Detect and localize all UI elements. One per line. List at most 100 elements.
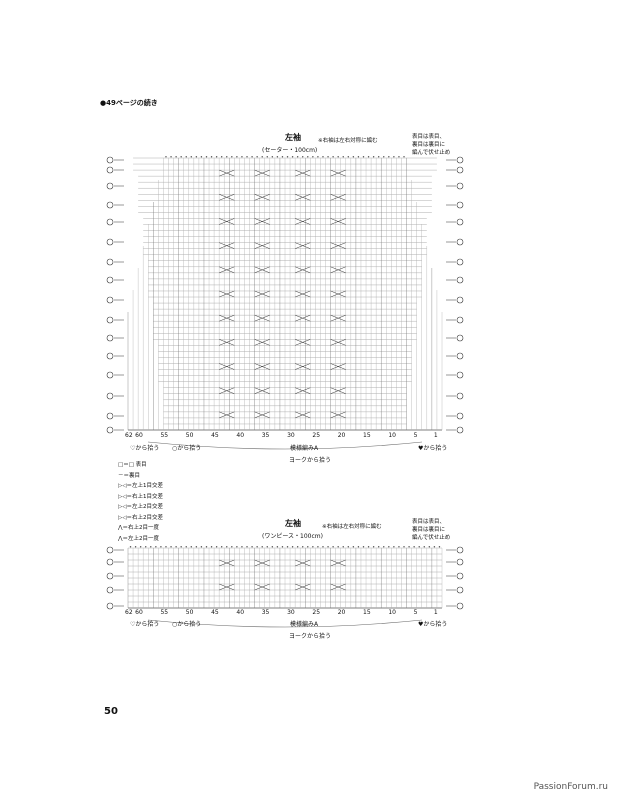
x-tick-label: 55 xyxy=(160,432,169,439)
chart2-bindoff-dot xyxy=(139,546,142,548)
chart1-cable-mark xyxy=(330,194,346,201)
chart1-subtitle: (セーター・100cm) xyxy=(262,147,318,154)
chart2-pick-left2: ○から拾う xyxy=(172,621,202,628)
chart1-row-marker-right xyxy=(456,201,464,209)
legend-item: ▷◁＝左上2目交差 xyxy=(118,504,163,510)
chart2-bindoff-dot xyxy=(347,546,350,548)
chart2-bindoff-dot xyxy=(362,546,365,548)
chart2-bindoff-dot xyxy=(205,546,208,548)
chart1-bindoff-dot xyxy=(302,156,304,158)
x-tick-label: 20 xyxy=(337,609,346,616)
chart1-bindoff-dot xyxy=(357,156,360,158)
x-tick-label: 60 xyxy=(135,432,143,439)
chart2-subtitle: (ワンピース・100cm) xyxy=(262,533,323,540)
chart1-row-marker-left xyxy=(106,316,114,324)
chart2-bindoff-dot xyxy=(357,546,360,548)
chart1-row-marker-left xyxy=(106,182,114,190)
x-tick-label: 40 xyxy=(236,432,245,439)
chart1-row-marker-left xyxy=(106,201,114,209)
x-tick-label: 10 xyxy=(388,432,396,439)
chart2-bindoff-dot xyxy=(312,546,314,548)
chart2-bindoff-dot xyxy=(170,546,172,548)
chart1-cable-mark xyxy=(295,290,311,298)
x-tick-label: 50 xyxy=(185,609,194,616)
legend-item: ⋀＝左上2目一度 xyxy=(118,535,160,542)
chart1-cable-mark xyxy=(295,218,311,225)
chart1-cable-mark xyxy=(295,242,311,249)
chart2-row-marker-left xyxy=(106,586,114,594)
chart1-cable-mark xyxy=(330,242,346,249)
chart2-bindoff-dot xyxy=(428,546,431,548)
chart2-bindoff-dot xyxy=(403,546,405,548)
chart1-row-marker-right xyxy=(456,392,464,400)
chart1-bindoff-dot xyxy=(256,156,258,158)
chart1-cable-mark xyxy=(219,290,235,298)
chart1-cable-mark xyxy=(219,194,235,201)
x-tick-label: 35 xyxy=(261,432,270,439)
chart2-bindoff-dot xyxy=(185,546,187,548)
chart2-cable-mark xyxy=(254,559,270,567)
chart1-row-marker-left xyxy=(106,412,114,420)
chart2-cable-mark xyxy=(219,583,235,591)
chart2-bindoff-dot xyxy=(129,546,132,548)
chart2-bindoff-dot xyxy=(261,546,263,548)
chart2-bindoff-dot xyxy=(322,546,324,548)
x-tick-label: 62 xyxy=(125,432,133,439)
chart1-row-marker-left xyxy=(106,166,114,174)
chart1-row-marker-left xyxy=(106,238,114,246)
chart1-bindoff-dot xyxy=(281,156,284,158)
chart1-row-marker-left xyxy=(106,296,114,304)
chart1-bindoff-dot xyxy=(226,156,228,158)
chart1-cable-mark xyxy=(330,363,346,370)
chart1-row-marker-left xyxy=(106,276,114,284)
chart1-mirror-note: ※右袖は左右対称に編む xyxy=(318,138,378,144)
chart2-mirror-note: ※右袖は左右対称に編む xyxy=(322,524,382,530)
chart2-bindoff-dot xyxy=(291,546,294,548)
chart1-bindoff-dot xyxy=(185,156,187,158)
x-tick-label: 1 xyxy=(433,609,438,616)
watermark: PassionForum.ru xyxy=(533,782,608,792)
chart1-bindoff-dot xyxy=(367,156,370,158)
chart2-yoke-label: ヨークから拾う xyxy=(289,633,332,640)
chart1-cable-mark xyxy=(254,339,270,346)
x-tick-label: 62 xyxy=(125,609,133,616)
chart2-row-marker-left xyxy=(106,546,114,554)
chart1-bindoff-dot xyxy=(347,156,350,158)
chart2-cable-mark xyxy=(254,583,270,591)
chart1-row-marker-right xyxy=(456,296,464,304)
legend-item: ▷◁＝左上1目交差 xyxy=(118,483,163,489)
chart2-bindoff-dot xyxy=(165,546,167,548)
chart1-bindoff-dot xyxy=(170,156,172,158)
chart1-row-marker-right xyxy=(456,166,464,174)
chart1-bindoff-dot xyxy=(327,156,329,158)
x-tick-label: 30 xyxy=(287,609,295,616)
chart1-row-marker-left xyxy=(106,352,114,360)
chart2-pick-left1: ♡から拾う xyxy=(130,621,160,628)
chart2-bindoff-dot xyxy=(377,546,380,548)
chart1-bindoff-dot xyxy=(210,156,213,158)
chart1-cable-mark xyxy=(219,314,235,322)
chart1-row-marker-right xyxy=(456,371,464,379)
chart1-cable-mark xyxy=(330,169,346,177)
chart1-cable-mark xyxy=(219,242,235,249)
chart1-cable-mark xyxy=(330,411,346,419)
legend-item: □＝□ 表目 xyxy=(118,462,147,468)
x-tick-label: 15 xyxy=(363,432,371,439)
chart1-row-marker-left xyxy=(106,392,114,400)
chart2-row-marker-right xyxy=(456,572,464,580)
chart2-bindoff-dot xyxy=(160,546,162,548)
chart1-row-marker-right xyxy=(456,426,464,434)
chart2-bindoff-dot xyxy=(251,546,253,548)
x-tick-label: 5 xyxy=(413,609,418,616)
chart1-cable-mark xyxy=(330,218,346,225)
chart2-cable-mark xyxy=(330,583,346,591)
chart2-bindoff-dot xyxy=(241,546,243,548)
chart1-cable-mark xyxy=(330,290,346,298)
symbol-legend: □＝□ 表目 －＝裏目 ▷◁＝左上1目交差 ▷◁＝右上1目交差 ▷◁＝左上2目交… xyxy=(118,460,163,544)
chart1-pick-left2: ○から拾う xyxy=(172,445,202,452)
x-tick-label: 45 xyxy=(211,609,219,616)
chart1-bindoff-dot xyxy=(307,156,309,158)
chart2-bindoff-dot xyxy=(342,546,344,548)
chart1-bindoff-dot xyxy=(200,156,203,158)
